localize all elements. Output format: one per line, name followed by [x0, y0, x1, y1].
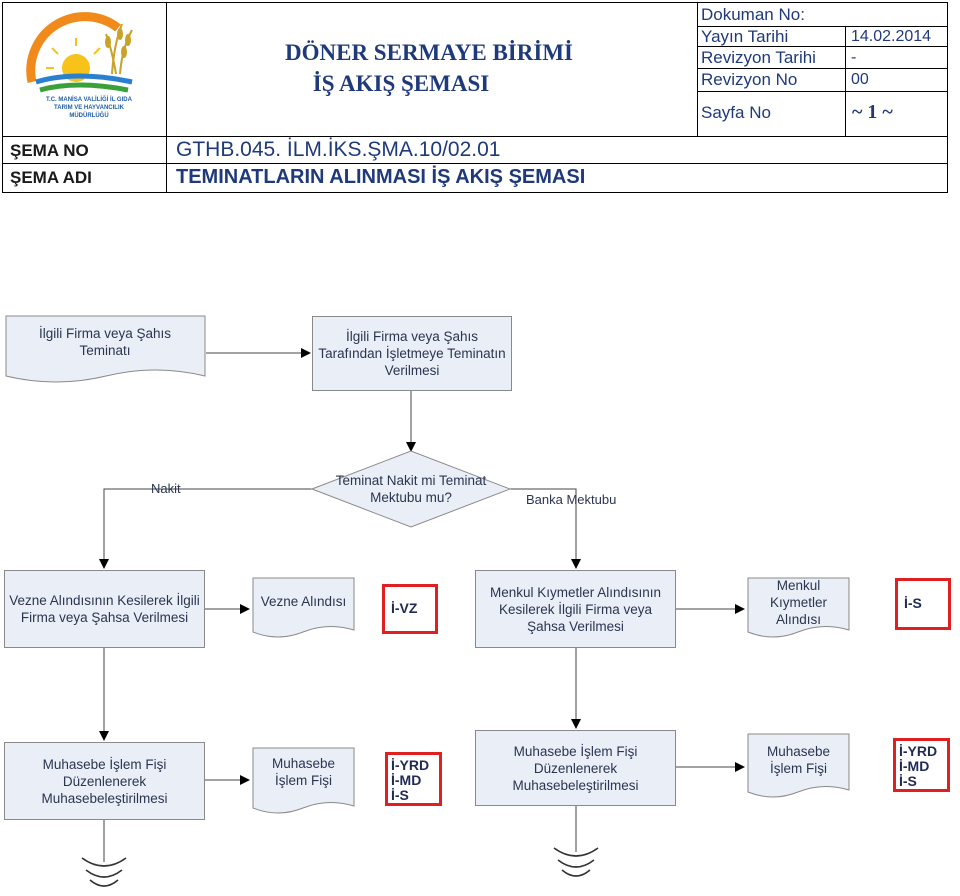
code-badges-right: İ-YRD İ-MD İ-S: [893, 738, 950, 792]
doc-title: İŞ AKIŞ ŞEMASI: [312, 71, 490, 96]
code-right-2: İ-S: [899, 773, 917, 789]
doc-shape-securities: [747, 577, 850, 638]
meta-rev-date-value: -: [851, 49, 857, 66]
schema-no-value: GTHB.045. İLM.İKS.ŞMA.10/02.01: [176, 138, 501, 161]
doc-shape-accounting-left: [252, 747, 355, 814]
meta-doc-no-label: Dokuman No:: [701, 5, 805, 24]
code-left-2: İ-S: [391, 787, 409, 803]
meta-pub-date-value: 14.02.2014: [851, 28, 932, 45]
doc-accounting-left-text: Muhasebe İşlem Fişi: [271, 756, 336, 788]
code-right-1: İ-MD: [899, 758, 930, 774]
doc-shape-accounting-right: [747, 733, 850, 798]
code-left-1: İ-MD: [391, 772, 422, 788]
branch-label-cash: Nakit: [151, 481, 181, 496]
doc-securities-text: Menkul Kıymetler Alındısı: [769, 577, 827, 627]
code-badge-s: İ-S: [895, 578, 951, 630]
schema-no-label: ŞEMA NO: [10, 141, 89, 160]
end-symbol-left: [81, 857, 127, 887]
process-accounting-right: Muhasebe İşlem Fişi Düzenlenerek Muhaseb…: [475, 730, 676, 806]
org-title: DÖNER SERMAYE BİRİMİ: [285, 40, 573, 65]
code-badge-vz: İ-VZ: [382, 584, 438, 634]
process-accounting-left: Muhasebe İşlem Fişi Düzenlenerek Muhaseb…: [4, 742, 205, 820]
decision-diamond: [310, 450, 512, 528]
meta-rev-date-label: Revizyon Tarihi: [701, 48, 816, 67]
code-badges-left: İ-YRD İ-MD İ-S: [385, 752, 442, 806]
schema-name-value: TEMINATLARIN ALINMASI İŞ AKIŞ ŞEMASI: [176, 166, 586, 188]
decision-text: Teminat Nakit mi Teminat Mektubu mu?: [335, 473, 487, 505]
logo-caption: T.C. MANİSA VALİLİĞİ İL GIDA TARIM VE HA…: [46, 97, 132, 119]
doc-guarantee-text: İlgili Firma veya Şahıs Teminatı: [38, 326, 172, 358]
doc-shape-cash-receipt: [252, 577, 355, 638]
meta-rev-no-label: Revizyon No: [701, 70, 798, 89]
doc-cash-receipt-text: Vezne Alındısı: [260, 593, 347, 609]
code-right-0: İ-YRD: [899, 743, 938, 759]
process-cash-receipt: Vezne Alındısının Kesilerek İlgili Firma…: [4, 570, 205, 648]
meta-rev-no-value: 00: [851, 71, 869, 88]
doc-shape-guarantee: [5, 315, 206, 383]
ministry-logo: T.C. MANİSA VALİLİĞİ İL GIDA TARIM VE HA…: [14, 4, 154, 132]
process-guarantee-given: İlgili Firma veya Şahıs Tarafından İşlet…: [312, 316, 512, 391]
doc-accounting-right-text: Muhasebe İşlem Fişi: [766, 744, 831, 776]
branch-label-bank-letter: Banka Mektubu: [526, 492, 617, 507]
meta-page-no-value: ~ 1 ~: [852, 101, 893, 123]
code-left-0: İ-YRD: [391, 757, 430, 773]
meta-pub-date-label: Yayın Tarihi: [701, 27, 789, 46]
schema-name-label: ŞEMA ADI: [10, 168, 92, 187]
end-symbol-right: [553, 847, 599, 877]
meta-page-no-label: Sayfa No: [701, 103, 771, 122]
process-securities-receipt: Menkul Kıymetler Alındısının Kesilerek İ…: [475, 570, 676, 648]
